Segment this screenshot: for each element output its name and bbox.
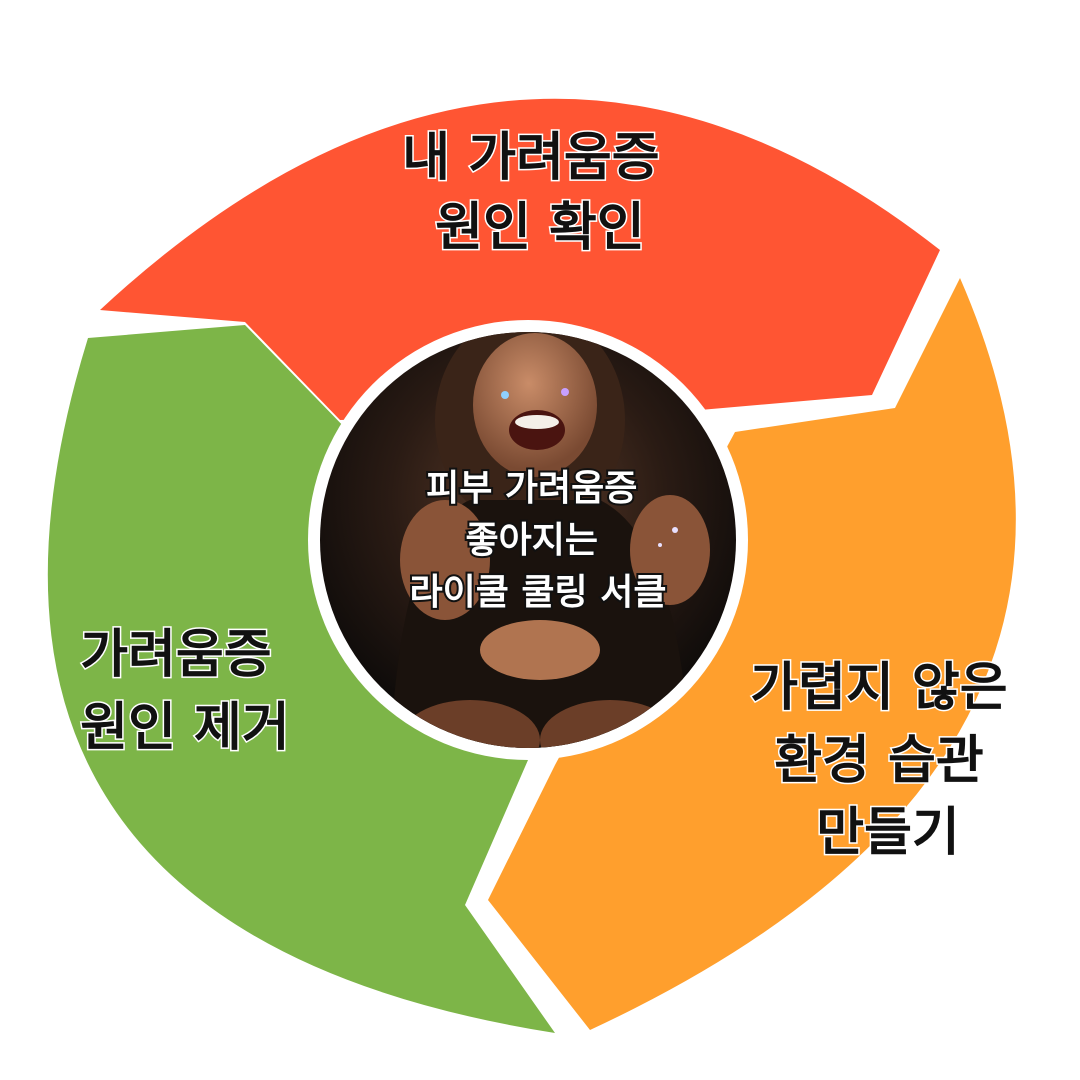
center-title-line: 좋아지는	[465, 520, 597, 561]
segment-label-remove-cause: 가려움증 원인 제거	[80, 625, 289, 758]
segment-label-line: 원인 제거	[80, 698, 289, 758]
center-title-line: 피부 가려움증	[426, 468, 637, 509]
segment-itch-free-habits	[488, 278, 1016, 1030]
segment-label-line: 내 가려움증	[402, 128, 659, 188]
center-photo	[308, 320, 748, 760]
segment-remove-cause	[47, 325, 555, 1033]
segment-root-cause	[100, 98, 940, 420]
center-title: 피부 가려움증 좋아지는 라이쿨 쿨링 서클	[410, 468, 667, 613]
segment-label-line: 만들기	[816, 803, 960, 863]
segment-label-root-cause: 내 가려움증 원인 확인	[402, 128, 677, 258]
segment-label-line: 가려움증	[80, 625, 271, 685]
center-title-line: 라이쿨 쿨링 서클	[410, 572, 667, 613]
segment-label-line: 원인 확인	[435, 198, 644, 258]
segment-label-line: 환경 습관	[774, 731, 983, 791]
segment-label-line: 가렵지 않은	[750, 658, 1007, 718]
segment-label-itch-free-habits: 가렵지 않은 환경 습관 만들기	[750, 658, 1025, 863]
